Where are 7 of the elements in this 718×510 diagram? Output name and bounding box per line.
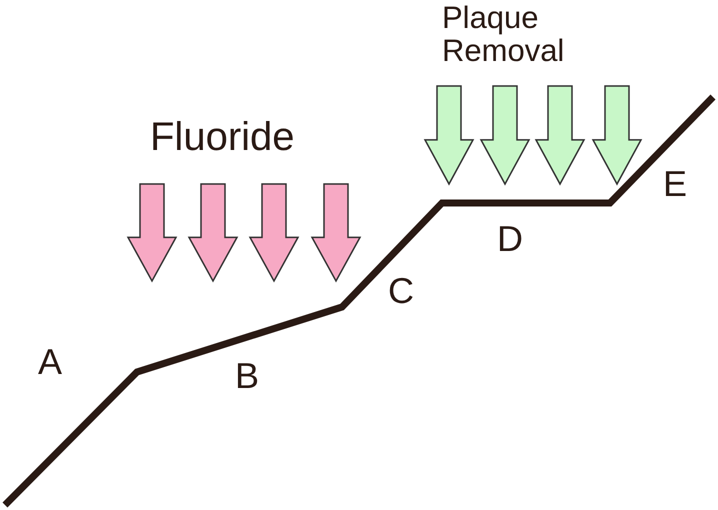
heading-label: Fluoride xyxy=(150,116,295,158)
heading-label: Plaque Removal xyxy=(442,2,566,68)
segment-letter: B xyxy=(235,357,260,395)
segment-letter: C xyxy=(388,272,414,310)
segment-letter: A xyxy=(38,343,62,381)
segment-letter: E xyxy=(663,165,688,203)
segment-letter: D xyxy=(497,220,523,258)
